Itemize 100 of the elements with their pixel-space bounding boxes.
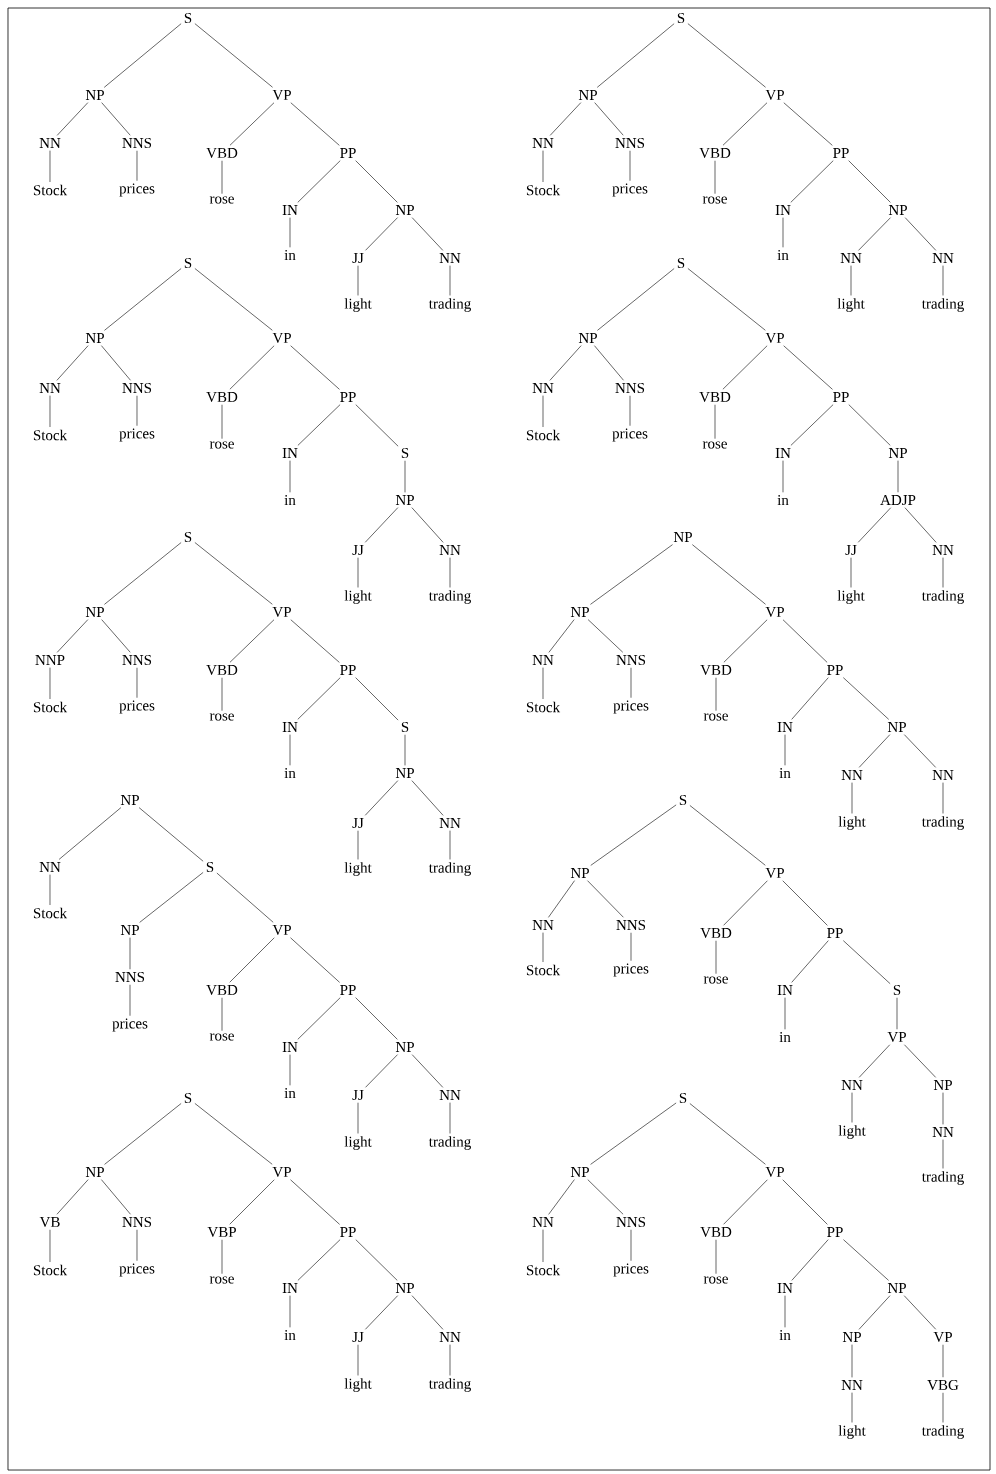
- tree-branch: [194, 23, 273, 88]
- category-label: NN: [932, 253, 954, 263]
- category-label: NP: [85, 90, 104, 100]
- tree-branch: [194, 268, 273, 331]
- category-label: VP: [272, 90, 291, 100]
- tree-branch: [857, 507, 892, 543]
- tree-branch: [858, 1044, 891, 1078]
- category-label: NN: [841, 770, 863, 780]
- tree-branch: [542, 395, 544, 428]
- tree-branch: [104, 1103, 182, 1165]
- tree-branch: [714, 404, 716, 439]
- category-label: S: [679, 1093, 687, 1104]
- tree-branch: [723, 1179, 768, 1225]
- category-label: IN: [775, 205, 791, 215]
- tree-branch: [549, 102, 582, 136]
- tree-branch: [297, 1239, 341, 1281]
- category-label: S: [184, 531, 192, 543]
- category-label: S: [184, 257, 192, 269]
- word-label: trading: [921, 1425, 964, 1439]
- word-label: in: [779, 1032, 791, 1042]
- tree-branch: [365, 1295, 398, 1330]
- category-label: NP: [395, 768, 414, 778]
- word-label: light: [838, 816, 866, 830]
- category-label: NNP: [35, 655, 65, 665]
- tree-branch: [687, 268, 766, 331]
- word-label: Stock: [33, 429, 68, 441]
- word-label: in: [284, 768, 296, 778]
- category-label: IN: [775, 448, 791, 458]
- tree-branch: [896, 997, 898, 1030]
- category-label: VBP: [207, 1227, 236, 1238]
- tree-branch: [449, 830, 451, 860]
- tree-branch: [404, 734, 406, 766]
- tree-branch: [290, 345, 340, 390]
- category-label: VBD: [700, 928, 732, 939]
- tree-branch: [590, 1102, 677, 1165]
- word-label: in: [284, 250, 296, 260]
- word-label: light: [344, 590, 372, 604]
- category-label: VBD: [699, 392, 731, 402]
- tree-branch: [411, 1054, 444, 1088]
- tree-branch: [221, 677, 223, 711]
- tree-branch: [851, 1392, 853, 1423]
- category-label: NN: [439, 545, 461, 555]
- tree-branch: [692, 544, 766, 605]
- tree-branch: [365, 217, 398, 251]
- word-label: Stock: [33, 1264, 68, 1276]
- category-label: NN: [439, 1332, 461, 1342]
- tree-branch: [630, 932, 632, 962]
- tree-branch: [101, 102, 131, 136]
- word-label: prices: [112, 1018, 148, 1032]
- category-label: IN: [282, 1042, 298, 1052]
- word-label: trading: [921, 298, 964, 312]
- word-label: Stock: [526, 1264, 561, 1276]
- tree-branch: [136, 1229, 138, 1262]
- category-label: VBD: [700, 1227, 732, 1238]
- tree-branch: [289, 734, 291, 766]
- tree-branch: [715, 677, 717, 711]
- category-label: VP: [887, 1032, 906, 1043]
- word-label: in: [284, 495, 296, 505]
- tree-branch: [904, 217, 937, 251]
- tree-branch: [56, 345, 89, 381]
- category-label: VP: [765, 1167, 784, 1178]
- tree-branch: [355, 677, 399, 721]
- tree-branch: [843, 677, 890, 720]
- category-label: VP: [272, 607, 291, 617]
- tree-branch: [289, 460, 291, 493]
- tree-branch: [942, 265, 944, 296]
- word-label: Stock: [526, 429, 561, 441]
- tree-branch: [138, 807, 204, 862]
- word-label: in: [777, 495, 789, 505]
- tree-branch: [136, 395, 138, 427]
- tree-branch: [49, 395, 51, 428]
- tree-branch: [858, 217, 891, 251]
- category-label: IN: [282, 448, 298, 458]
- tree-branch: [229, 937, 275, 983]
- word-label: prices: [613, 1263, 649, 1277]
- word-label: rose: [209, 441, 234, 449]
- word-label: prices: [119, 183, 155, 197]
- tree-branch: [942, 1392, 944, 1423]
- category-label: VBD: [699, 148, 731, 158]
- tree-branch: [58, 807, 122, 860]
- category-label: IN: [282, 1283, 298, 1293]
- category-label: NN: [439, 818, 461, 828]
- tree-branch: [791, 677, 829, 720]
- word-label: rose: [703, 713, 728, 721]
- tree-branch: [101, 619, 131, 653]
- tree-branch: [850, 265, 852, 296]
- category-label: NP: [395, 495, 414, 505]
- category-label: NN: [532, 655, 554, 665]
- tree-branch: [139, 872, 204, 923]
- tree-branch: [782, 1179, 828, 1225]
- category-label: NN: [932, 545, 954, 555]
- tree-branch: [289, 1295, 291, 1328]
- category-label: JJ: [352, 545, 364, 555]
- tree-branch: [365, 1054, 398, 1088]
- category-label: JJ: [352, 1090, 364, 1100]
- category-label: S: [206, 861, 214, 873]
- word-label: light: [344, 298, 372, 312]
- tree-branch: [549, 345, 582, 381]
- tree-branch: [723, 880, 768, 926]
- category-label: NNS: [616, 919, 646, 931]
